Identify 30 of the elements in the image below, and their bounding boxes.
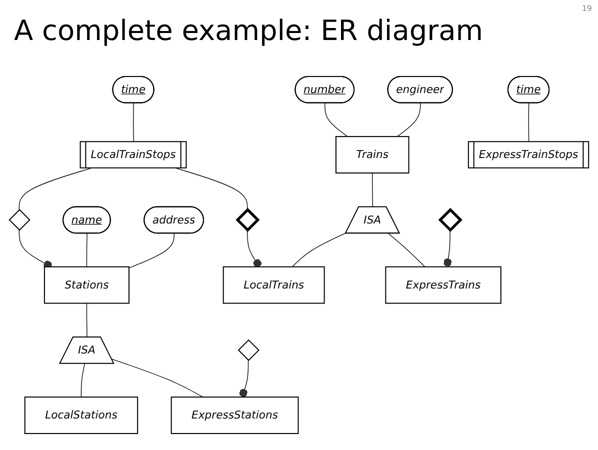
node-diamond (438, 208, 462, 232)
connector (292, 232, 346, 268)
connector (388, 233, 426, 268)
node-box: ExpressStations (170, 396, 299, 434)
connector (247, 230, 262, 268)
node-box: Trains (335, 136, 410, 174)
connector (528, 102, 530, 142)
connector (86, 233, 88, 268)
connector (18, 168, 92, 210)
connector (372, 172, 374, 208)
node-diamond (238, 339, 260, 361)
connector (444, 230, 452, 268)
node-box: ExpressTrains (385, 266, 502, 304)
connector (111, 358, 204, 398)
connector (239, 360, 249, 398)
connector (176, 168, 248, 210)
connector (324, 102, 348, 137)
node-box: Stations (44, 266, 130, 304)
connector (128, 233, 174, 268)
slide-title: A complete example: ER diagram (14, 14, 484, 47)
page-number: 19 (582, 4, 592, 13)
connector (86, 302, 88, 338)
node-box: LocalStations (24, 396, 138, 434)
connector (80, 363, 85, 398)
node-box: LocalTrains (222, 266, 325, 304)
node-diamond (236, 208, 260, 232)
connector (18, 230, 52, 269)
connector (396, 102, 421, 137)
node-diamond (8, 209, 30, 231)
connector (133, 102, 134, 142)
